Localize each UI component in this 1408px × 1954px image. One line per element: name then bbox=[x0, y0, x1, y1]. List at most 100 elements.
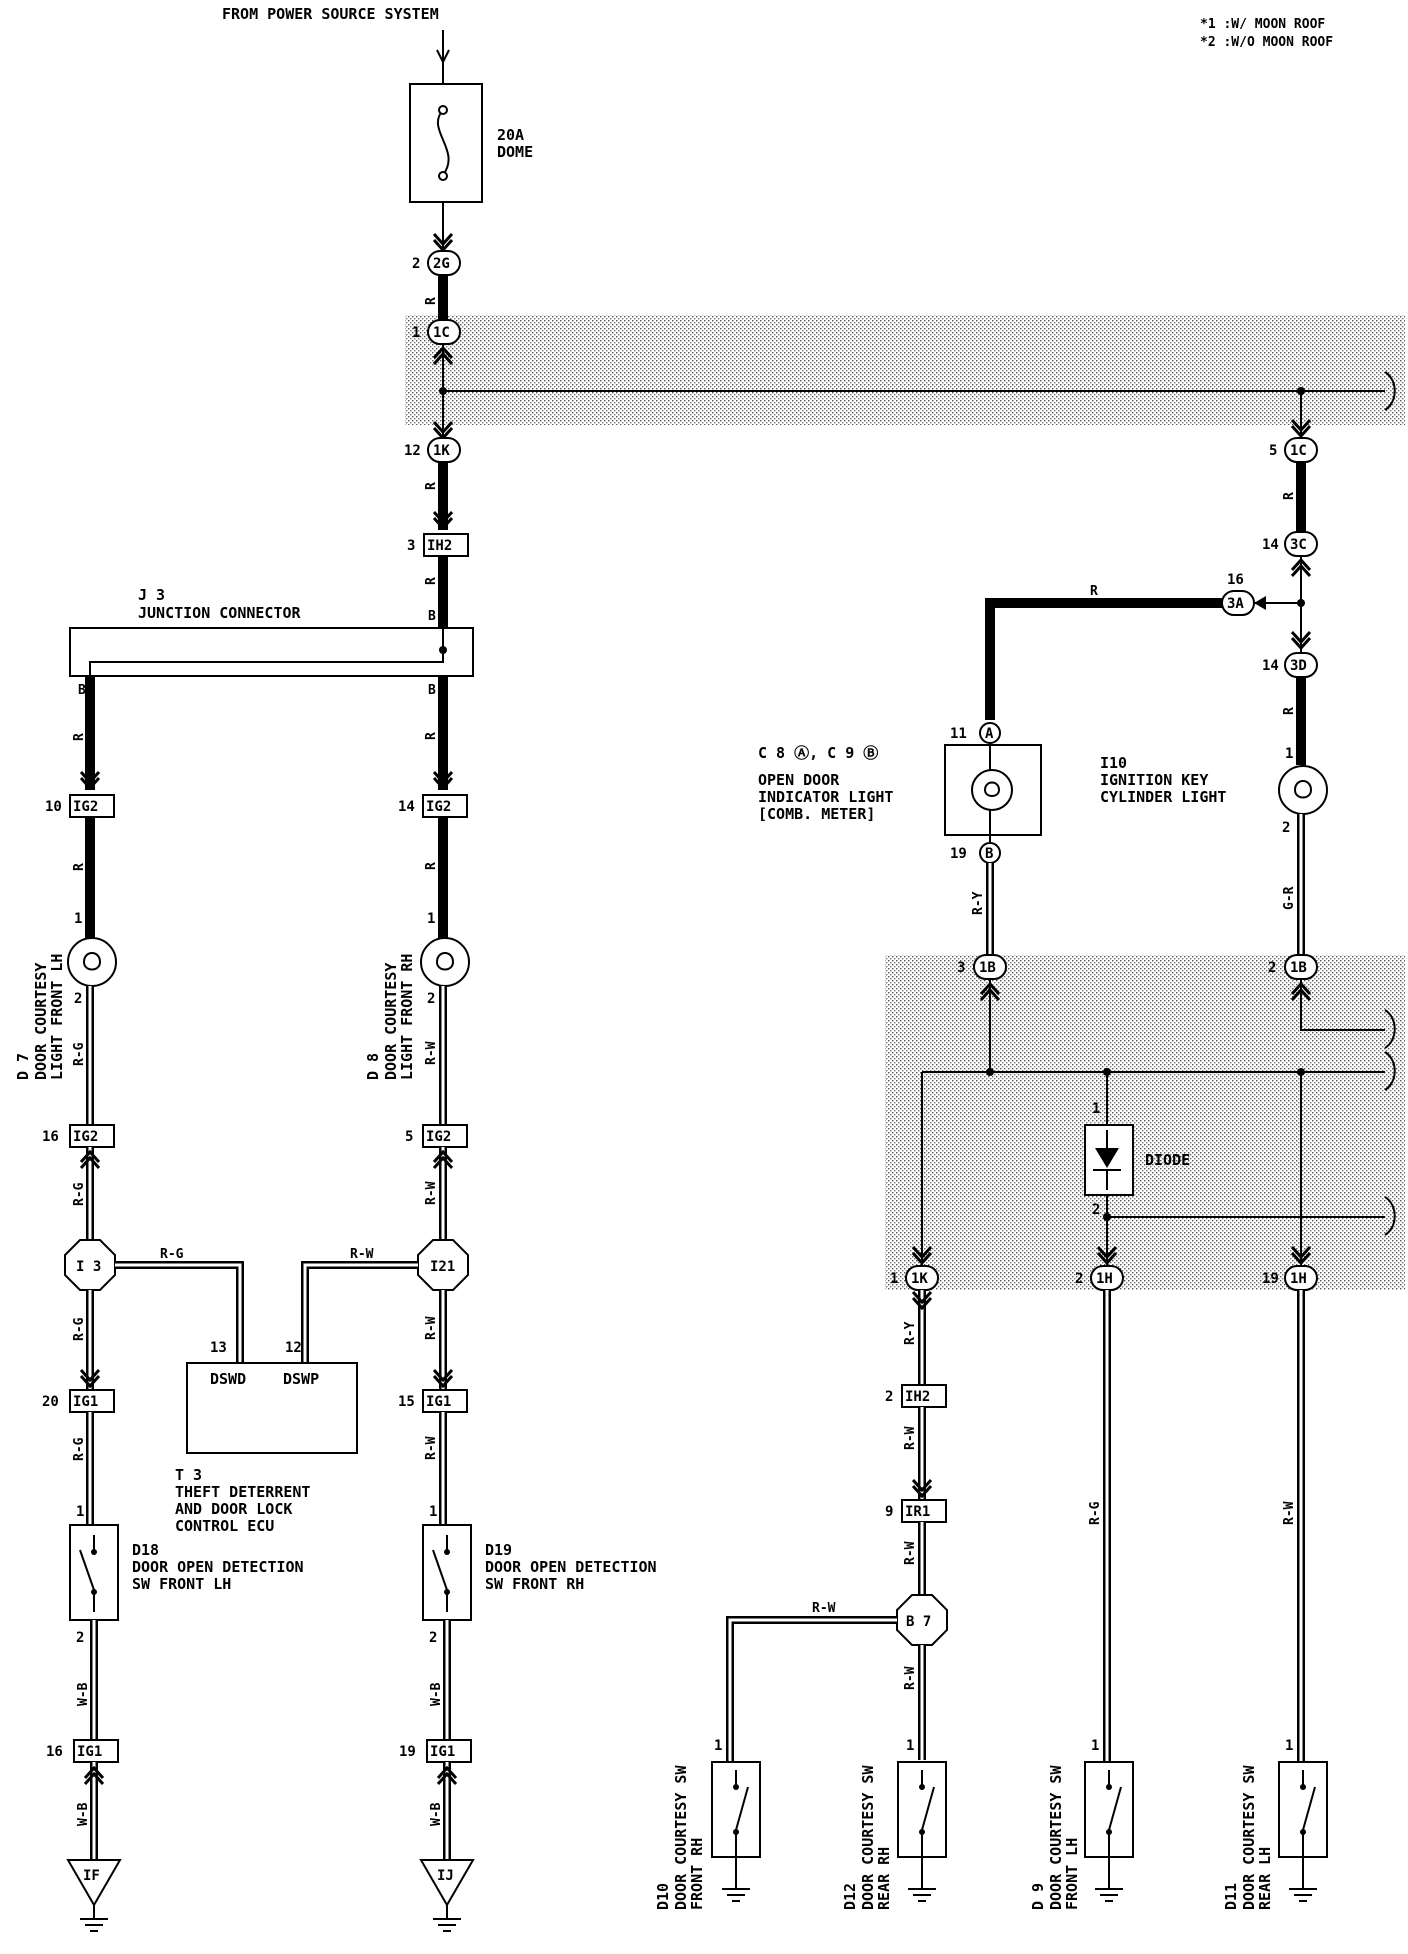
wire-color-label: G-R bbox=[1282, 886, 1297, 910]
wire-R-G-inner bbox=[115, 1263, 242, 1365]
junction-block-shade-right bbox=[885, 955, 1405, 1290]
switch-terminal-dot bbox=[444, 1549, 450, 1555]
component-name: CONTROL ECU bbox=[175, 1517, 274, 1535]
fuse-element-icon bbox=[436, 109, 450, 176]
wire-color-label: R-Y bbox=[971, 891, 986, 915]
d8-label-group: D 8 DOOR COURTESY LIGHT FRONT RH bbox=[364, 954, 416, 1080]
component-name: THEFT DETERRENT bbox=[175, 1483, 310, 1501]
ground-point-IJ bbox=[419, 1859, 475, 1907]
component-name: INDICATOR LIGHT bbox=[758, 788, 893, 806]
connector-label: IH2 bbox=[427, 538, 452, 554]
component-name: OPEN DOOR bbox=[758, 771, 840, 789]
connector-label: 1H bbox=[1096, 1271, 1113, 1287]
wire-R-W-inner bbox=[303, 1263, 418, 1365]
connector-label: IG1 bbox=[73, 1394, 98, 1410]
pin-number: 1 bbox=[906, 1738, 914, 1754]
lamp-icon bbox=[1278, 765, 1328, 815]
switch-terminal-dot bbox=[1106, 1784, 1112, 1790]
pin-number: 5 bbox=[405, 1129, 413, 1145]
component-id: D18 bbox=[132, 1541, 159, 1559]
pin-number: 10 bbox=[45, 799, 62, 815]
pin-number: 1 bbox=[74, 911, 82, 927]
connector-label: 1K bbox=[911, 1271, 928, 1287]
switch-terminal-dot bbox=[919, 1829, 925, 1835]
switch-terminal-dot bbox=[1106, 1829, 1112, 1835]
connector-label: 1B bbox=[979, 960, 996, 976]
wire-color-label: R-G bbox=[72, 1182, 87, 1206]
component-name: JUNCTION CONNECTOR bbox=[138, 604, 302, 622]
pin-number: 16 bbox=[1227, 572, 1244, 588]
pin-number: 14 bbox=[1262, 658, 1279, 674]
ground-icon bbox=[907, 1874, 937, 1902]
component-name: FRONT LH bbox=[1063, 1838, 1081, 1910]
component-id: C 8 Ⓐ, C 9 Ⓑ bbox=[758, 744, 878, 762]
connector-label: A bbox=[985, 726, 994, 742]
wire-color-label: B bbox=[428, 683, 436, 698]
connector-label: IG2 bbox=[426, 799, 451, 815]
pin-number: 1 bbox=[1091, 1738, 1099, 1754]
wire-color-label: R-G bbox=[72, 1042, 87, 1066]
wire-color-label: B bbox=[78, 683, 86, 698]
continuation-icon bbox=[1384, 1196, 1396, 1236]
legend-note-1: *1 :W/ MOON ROOF bbox=[1200, 17, 1325, 32]
ground-icon bbox=[721, 1874, 751, 1902]
wire-color-label: R-G bbox=[1088, 1501, 1103, 1525]
wire-color-label: R bbox=[424, 482, 439, 490]
component-id: T 3 bbox=[175, 1466, 202, 1484]
pin-number: 15 bbox=[398, 1394, 415, 1410]
splice-dot bbox=[1297, 387, 1305, 395]
junction-I3 bbox=[64, 1239, 116, 1291]
pin-number: 2 bbox=[427, 991, 435, 1007]
component-name: DIODE bbox=[1145, 1151, 1190, 1169]
feed-arrow-icon bbox=[436, 49, 450, 65]
connector-label: IG1 bbox=[77, 1744, 102, 1760]
switch-blade-icon bbox=[79, 1549, 95, 1591]
pin-number: 16 bbox=[42, 1129, 59, 1145]
connector-label: 1H bbox=[1290, 1271, 1307, 1287]
pin-number: 2 bbox=[885, 1389, 893, 1405]
component-name: CYLINDER LIGHT bbox=[1100, 788, 1226, 806]
connector-label: IR1 bbox=[905, 1504, 930, 1520]
wire-color-label: R-W bbox=[903, 1426, 918, 1450]
pin-number: 3 bbox=[407, 538, 415, 554]
component-name: AND DOOR LOCK bbox=[175, 1500, 292, 1518]
pin-number: 19 bbox=[950, 846, 967, 862]
switch-blade-icon bbox=[432, 1549, 448, 1591]
pin-number: 2 bbox=[1282, 820, 1290, 836]
wire-color-label: R bbox=[1090, 584, 1098, 599]
lamp-icon bbox=[67, 937, 117, 987]
wire-color-label: R bbox=[424, 862, 439, 870]
wire-R-W bbox=[726, 1616, 897, 1770]
d11-label-group: D11 DOOR COURTESY SW REAR LH bbox=[1222, 1765, 1274, 1910]
component-name: DOOR COURTESY SW bbox=[1047, 1765, 1065, 1910]
connector-label: IF bbox=[83, 1868, 100, 1884]
connector-label: 3C bbox=[1290, 537, 1307, 553]
d12-label-group: D12 DOOR COURTESY SW REAR RH bbox=[841, 1765, 893, 1910]
pin-number: 11 bbox=[950, 726, 967, 742]
ground-icon bbox=[1094, 1874, 1124, 1902]
pin-number: 2 bbox=[1075, 1271, 1083, 1287]
wire-color-label: R-G bbox=[72, 1437, 87, 1461]
connector-label: IG2 bbox=[73, 799, 98, 815]
connector-label: B 7 bbox=[906, 1614, 931, 1630]
component-name: [COMB. METER] bbox=[758, 805, 875, 823]
lamp-filament-icon bbox=[1294, 780, 1313, 799]
connector-label: I 3 bbox=[76, 1259, 101, 1275]
d10-label-group: D10 DOOR COURTESY SW FRONT RH bbox=[654, 1765, 706, 1910]
wire-R bbox=[985, 598, 1222, 720]
connector-label: IG1 bbox=[430, 1744, 455, 1760]
pin-number: 5 bbox=[1269, 443, 1277, 459]
wire-color-label: R-W bbox=[424, 1041, 439, 1065]
component-id: D11 bbox=[1222, 1883, 1240, 1910]
switch-blade-icon bbox=[735, 1786, 749, 1831]
component-name: DOOR COURTESY SW bbox=[859, 1765, 877, 1910]
pin-number: 2 bbox=[429, 1630, 437, 1646]
junction-connector-J3 bbox=[69, 627, 474, 677]
component-name: DOOR COURTESY SW bbox=[672, 1765, 690, 1910]
pin-number: 2 bbox=[74, 991, 82, 1007]
splice-dot bbox=[1103, 1068, 1111, 1076]
wire-color-label: R-W bbox=[903, 1666, 918, 1690]
continuation-icon bbox=[1384, 1051, 1396, 1091]
splice-dot bbox=[1297, 1068, 1305, 1076]
switch-blade-icon bbox=[1302, 1786, 1316, 1831]
